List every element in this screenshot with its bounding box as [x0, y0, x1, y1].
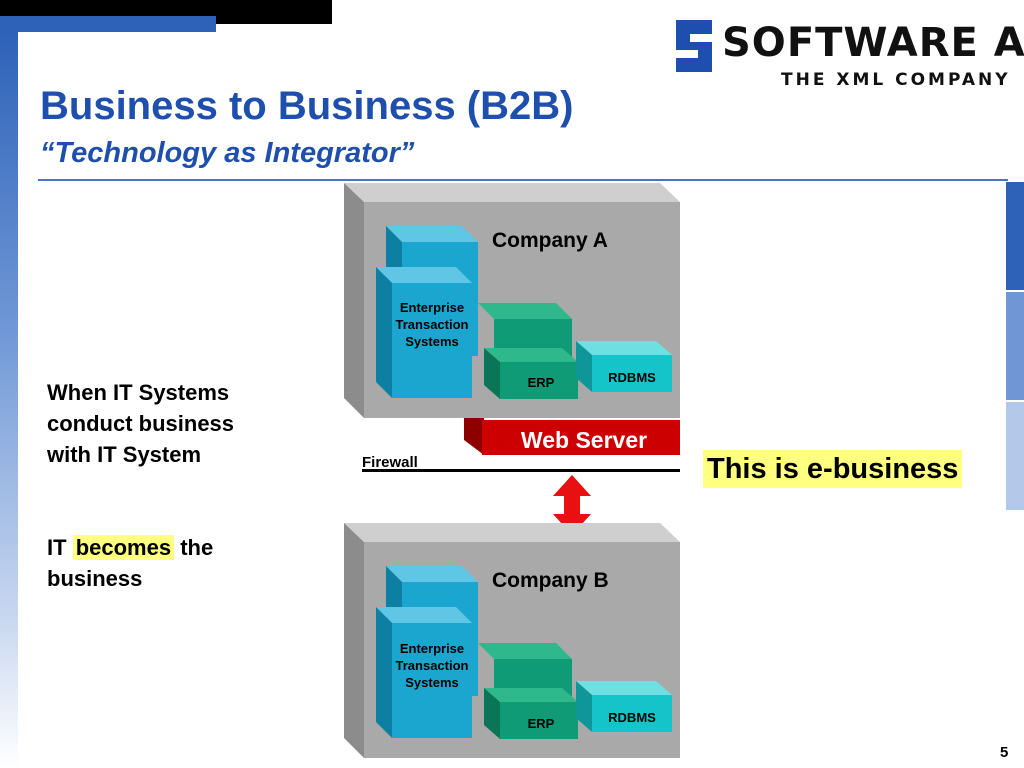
double-arrow-icon [553, 475, 591, 535]
web-server-box [482, 420, 680, 455]
firewall-line [362, 469, 680, 472]
company-a-ets-front [392, 283, 472, 398]
page-subtitle: “Technology as Integrator” [40, 137, 415, 169]
company-a-ets-label-3: Systems [405, 334, 458, 349]
logo-tagline: THE XML COMPANY [781, 70, 1011, 90]
title-divider [38, 179, 1008, 181]
body-paragraph-1: When IT Systems conduct business with IT… [47, 377, 234, 470]
company-a-erp [500, 362, 578, 399]
company-b-panel-top [344, 523, 680, 542]
company-a-rdbms-label: RDBMS [608, 370, 656, 385]
page-number: 5 [1000, 744, 1009, 761]
web-server-side [464, 418, 484, 455]
company-b-group: Company B Enterprise Transaction Systems… [344, 523, 680, 758]
company-a-ets-label-1: Enterprise [400, 300, 464, 315]
company-b-ets-front-top [376, 607, 472, 623]
firewall-label: Firewall [362, 454, 418, 471]
company-a-erp-top [484, 348, 578, 362]
page-title: Business to Business (B2B) [40, 84, 574, 128]
company-a-panel-top [344, 183, 680, 202]
company-a-green-back-top [478, 303, 572, 319]
body-word: the [180, 535, 214, 560]
highlighted-word: becomes [72, 535, 175, 560]
company-b-ets-label-2: Transaction [396, 658, 469, 673]
company-b-rdbms-side [576, 681, 592, 732]
company-b-label: Company B [492, 569, 609, 592]
company-a-group: Company A Enterprise Transaction Systems… [344, 183, 680, 418]
firewall-group: Firewall [362, 454, 680, 472]
company-b-ets-label-1: Enterprise [400, 641, 464, 656]
body-line: When IT Systems [47, 380, 230, 405]
body-word: IT [47, 535, 67, 560]
body-line: with IT System [47, 442, 202, 467]
company-a-label: Company A [492, 229, 608, 252]
web-server-label: Web Server [521, 427, 647, 453]
software-ag-logo-mark-icon [676, 20, 712, 72]
e-business-callout: This is e-business [703, 450, 963, 488]
company-b-erp-top [484, 688, 578, 702]
company-b-ets-front-side [376, 607, 392, 738]
company-a-erp-side [484, 348, 500, 399]
left-gradient-stripe [0, 32, 18, 768]
body-line: IT becomes the [47, 532, 213, 563]
company-a-rdbms-top [576, 341, 672, 355]
company-a-erp-label: ERP [528, 375, 555, 390]
company-a-ets-front-side [376, 267, 392, 398]
web-server-group: Web Server [464, 418, 680, 455]
company-a-ets-label-2: Transaction [396, 317, 469, 332]
company-b-ets-front [392, 623, 472, 738]
company-b-rdbms-label: RDBMS [608, 710, 656, 725]
company-b-erp-side [484, 688, 500, 739]
company-b-erp-label: ERP [528, 716, 555, 731]
company-b-rdbms-top [576, 681, 672, 695]
company-a-ets-front-top [376, 267, 472, 283]
body-line: conduct business [47, 411, 235, 436]
top-bar-blue [0, 16, 216, 32]
company-b-ets-label-3: Systems [405, 675, 458, 690]
company-b-panel-side [344, 523, 364, 758]
company-b-erp [500, 702, 578, 739]
logo-wordmark: SOFTWARE AG [722, 20, 1024, 66]
body-paragraph-2: IT becomes the business [47, 532, 213, 594]
company-a-rdbms-side [576, 341, 592, 392]
right-tab-dark [1006, 182, 1024, 290]
company-b-green-back-top [478, 643, 572, 659]
right-tab-light [1006, 402, 1024, 510]
company-a-panel-side [344, 183, 364, 418]
company-a-ets-back-top [386, 226, 478, 242]
body-line: business [47, 566, 143, 591]
company-a-rdbms [592, 355, 672, 392]
company-b-rdbms [592, 695, 672, 732]
right-tab-medium [1006, 292, 1024, 400]
company-b-ets-back-top [386, 566, 478, 582]
